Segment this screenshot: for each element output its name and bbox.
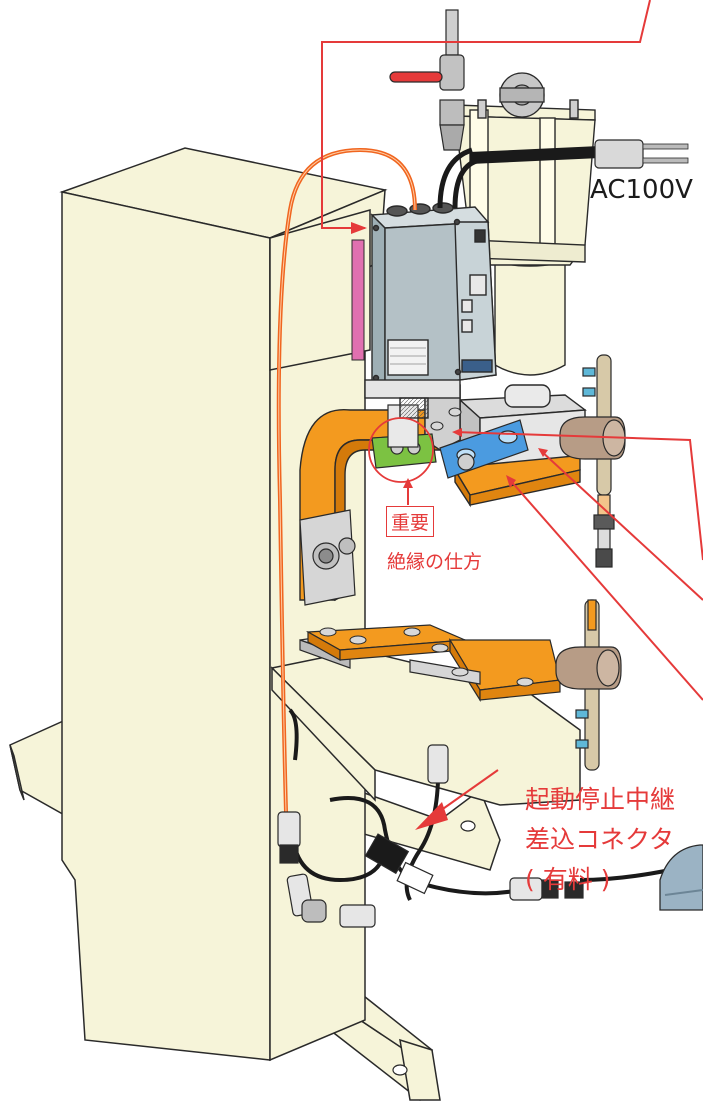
connectors — [277, 744, 584, 928]
air-supply-fitting — [389, 9, 465, 151]
connector-arrow-icon — [415, 802, 448, 830]
connector-label-line2: 差込コネクタ — [525, 825, 675, 854]
controller-cables — [437, 147, 481, 209]
insulation-method-label: 絶縁の仕方 — [387, 551, 483, 573]
ac-power-cord — [469, 139, 689, 169]
busbar-bracket — [299, 509, 356, 606]
arrow-head-icon — [452, 428, 462, 437]
arrow-head-icon — [538, 448, 548, 457]
lower-electrode-holder — [555, 599, 622, 771]
controller-box — [364, 202, 497, 419]
connector-label-line1: 起動停止中継 — [525, 785, 676, 814]
annotation-lines — [321, 0, 703, 819]
upper-electrode-holder — [559, 354, 626, 568]
orange-signal-cable-core — [278, 149, 416, 813]
foot-hole-icon — [392, 1064, 408, 1076]
connector-label-line3: ( 有料 ) — [525, 865, 611, 894]
regulator-valve — [499, 72, 545, 118]
machine-column — [59, 147, 388, 1062]
head-bolts — [430, 407, 462, 431]
foot-switch — [659, 844, 703, 911]
important-label: 重要 — [386, 506, 435, 537]
pink-side-panel — [351, 239, 365, 361]
foot-hole-icon — [460, 820, 476, 832]
power-label: AC100V — [590, 175, 693, 205]
arrow-head-icon — [506, 475, 516, 488]
lower-bolts — [319, 627, 534, 687]
